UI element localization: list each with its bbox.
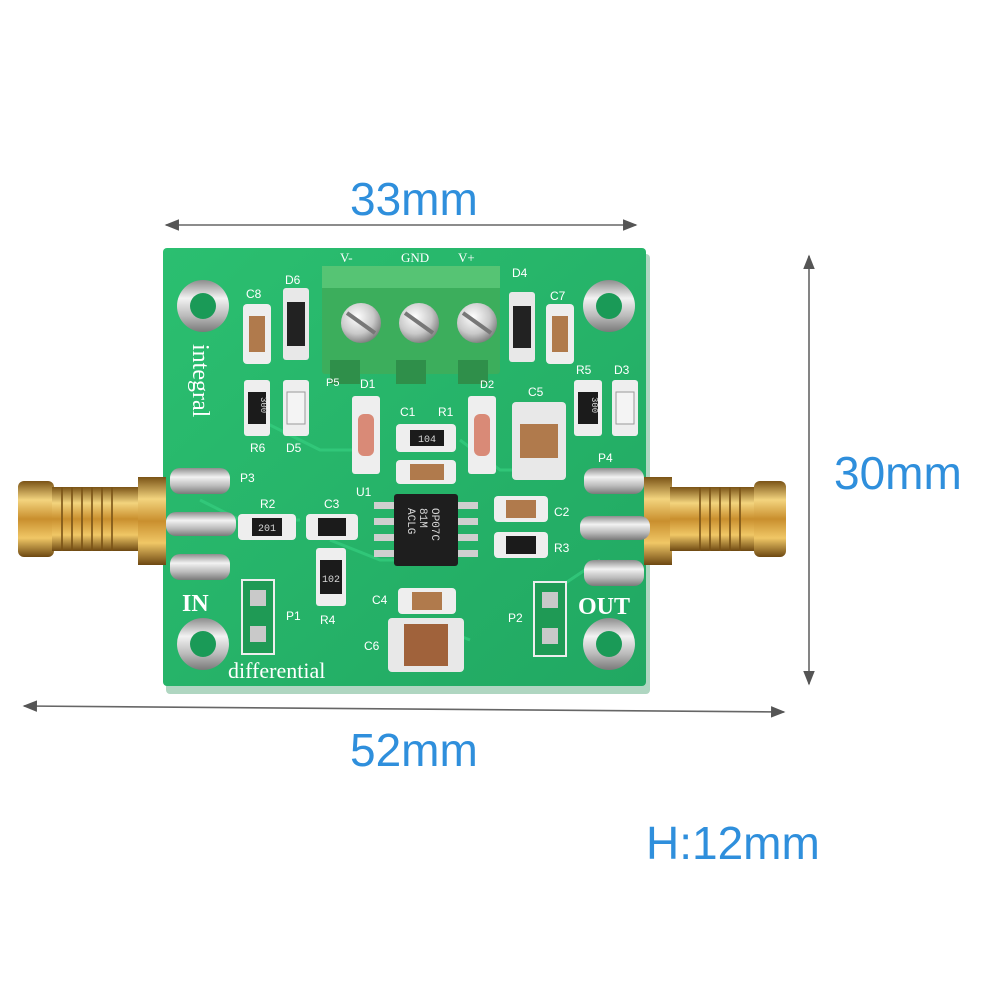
sma-connector-input [18, 477, 166, 565]
label-d4: D4 [512, 266, 528, 280]
ic-marking-line3: ACLG [404, 508, 416, 534]
terminal-block [322, 266, 500, 384]
label-d5: D5 [286, 441, 302, 455]
code-r1: 104 [418, 435, 436, 446]
silkscreen-integral: integral [187, 344, 213, 418]
terminal-label-vplus: V+ [458, 250, 475, 265]
label-c7: C7 [550, 289, 566, 303]
code-r5: 300 [589, 397, 599, 413]
mounting-hole-bottom-right [583, 618, 635, 670]
port-label-out: OUT [578, 594, 630, 620]
label-r3: R3 [554, 541, 570, 555]
code-r6: 300 [258, 397, 268, 413]
label-c1: C1 [400, 405, 416, 419]
label-r1: R1 [438, 405, 454, 419]
label-p1: P1 [286, 609, 301, 623]
mounting-hole-top-left [177, 280, 229, 332]
label-r2: R2 [260, 497, 276, 511]
pad [584, 468, 644, 494]
label-p2: P2 [508, 611, 523, 625]
label-c2: C2 [554, 505, 570, 519]
ic-marking-line2: 81M [416, 508, 428, 528]
label-c3: C3 [324, 497, 340, 511]
mounting-hole-bottom-left [177, 618, 229, 670]
label-d2: D2 [480, 379, 494, 391]
terminal-label-vminus: V- [340, 250, 353, 265]
label-r6: R6 [250, 441, 266, 455]
terminal-label-gnd: GND [401, 250, 429, 265]
opamp-ic [374, 494, 478, 566]
ic-marking-line1: OP07C [428, 508, 440, 541]
label-r5: R5 [576, 363, 592, 377]
label-r4: R4 [320, 613, 336, 627]
pad [166, 512, 236, 536]
pad [170, 554, 230, 580]
mounting-hole-top-right [583, 280, 635, 332]
label-p4: P4 [598, 451, 613, 465]
smd-components [238, 288, 638, 672]
label-d6: D6 [285, 273, 301, 287]
label-d3: D3 [614, 363, 630, 377]
code-r2: 201 [258, 524, 276, 535]
label-c6: C6 [364, 639, 380, 653]
label-p5: P5 [326, 377, 339, 389]
label-c4: C4 [372, 593, 388, 607]
pad [580, 516, 650, 540]
label-u1: U1 [356, 485, 372, 499]
dimension-height: H:12mm [646, 817, 820, 869]
dimension-arrow-bottom [22, 700, 786, 718]
label-d1: D1 [360, 377, 376, 391]
dimension-width-top: 33mm [350, 173, 478, 225]
silkscreen-differential: differential [228, 658, 325, 683]
pad [584, 560, 644, 586]
label-c5: C5 [528, 385, 544, 399]
code-r4: 102 [322, 575, 340, 586]
label-c8: C8 [246, 287, 262, 301]
sma-connector-output [644, 477, 786, 565]
silkscreen: integral differential V- GND V+ IN OUT D… [182, 250, 630, 683]
pad [170, 468, 230, 494]
dimension-height-right: 30mm [834, 447, 962, 499]
label-p3: P3 [240, 471, 255, 485]
port-label-in: IN [182, 591, 209, 617]
dimension-width-bottom: 52mm [350, 724, 478, 776]
